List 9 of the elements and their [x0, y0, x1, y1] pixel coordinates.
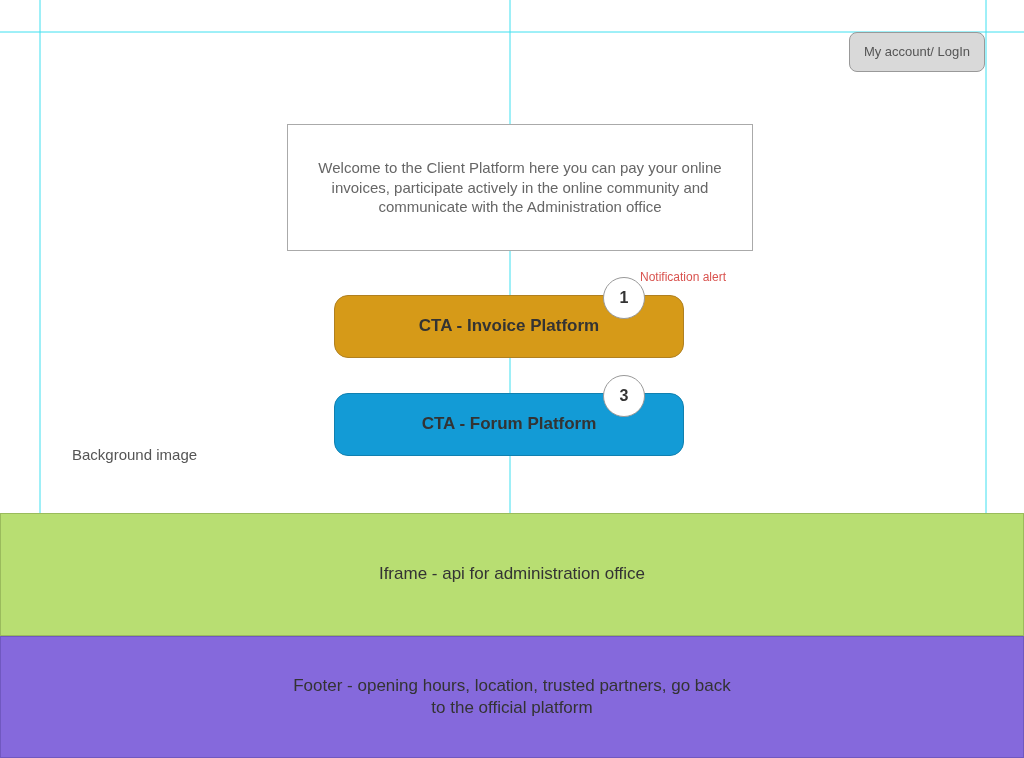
footer-text: Footer - opening hours, location, trusted partners, go back to the official platform	[292, 674, 732, 719]
account-button: My account/ LogIn	[849, 32, 985, 72]
band-text: Iframe - api for administration office	[378, 563, 646, 586]
notification-badge: 3	[603, 375, 645, 417]
text-box	[287, 124, 753, 251]
footer-band	[0, 636, 1024, 758]
iframe-band	[0, 513, 1024, 636]
note-text: Background image	[72, 446, 198, 463]
welcome-text: Welcome to the Client Platform here you can pay your online invoices, participate actively in the online community and communicate with the Administration office	[317, 158, 723, 217]
